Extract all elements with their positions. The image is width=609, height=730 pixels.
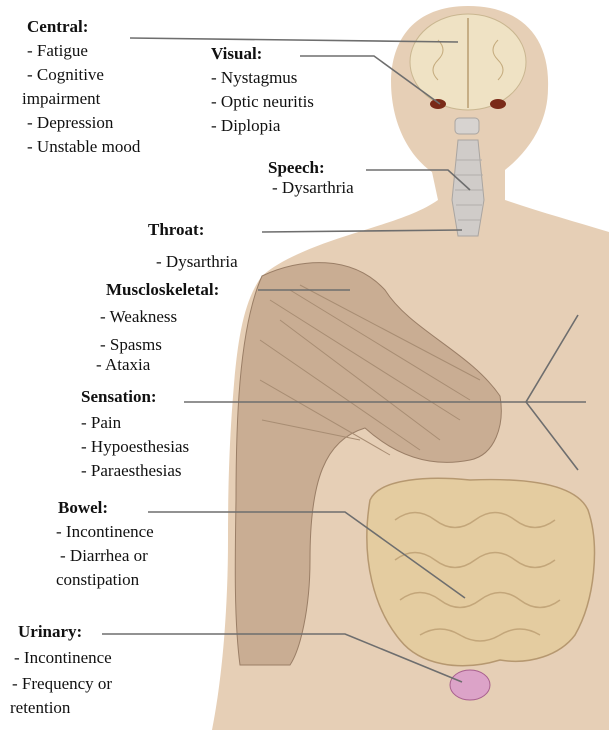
urinary-label: Urinary: - Incontinence - Frequency or r… [18,622,112,718]
speech-label: Speech: - Dysarthria [268,158,354,198]
urinary-item: retention [10,698,112,718]
central-item: - Depression [27,113,140,133]
bowel-item: constipation [56,570,154,590]
speech-heading: Speech: [268,158,354,178]
central-item: - Fatigue [27,41,140,61]
sensation-item: - Hypoesthesias [81,437,189,457]
sensation-label: Sensation: - Pain - Hypoesthesias - Para… [81,387,189,481]
muscloskeletal-item: - Weakness [100,307,219,327]
central-item: impairment [22,89,140,109]
throat-label: Throat: - Dysarthria [148,220,238,272]
bowel-item: - Diarrhea or [60,546,154,566]
urinary-item: - Incontinence [14,648,112,668]
visual-item: - Optic neuritis [211,92,314,112]
sensation-heading: Sensation: [81,387,189,407]
sensation-item: - Pain [81,413,189,433]
visual-label: Visual: - Nystagmus - Optic neuritis - D… [211,44,314,136]
visual-item: - Nystagmus [211,68,314,88]
muscloskeletal-heading: Muscloskeletal: [106,280,219,300]
muscloskeletal-label: Muscloskeletal: - Weakness - Spasms - At… [106,280,219,375]
central-item: - Cognitive [27,65,140,85]
central-heading: Central: [27,17,140,37]
bowel-item: - Incontinence [56,522,154,542]
bowel-heading: Bowel: [58,498,154,518]
visual-heading: Visual: [211,44,314,64]
urinary-heading: Urinary: [18,622,112,642]
muscloskeletal-item: - Spasms [100,335,219,355]
urinary-item: - Frequency or [12,674,112,694]
central-item: - Unstable mood [27,137,140,157]
visual-item: - Diplopia [211,116,314,136]
muscloskeletal-item: - Ataxia [96,355,219,375]
throat-heading: Throat: [148,220,238,240]
central-label: Central: - Fatigue - Cognitive impairmen… [27,17,140,157]
throat-item: - Dysarthria [156,252,238,272]
sensation-item: - Paraesthesias [81,461,189,481]
speech-item: - Dysarthria [272,178,354,198]
bowel-label: Bowel: - Incontinence - Diarrhea or cons… [58,498,154,590]
